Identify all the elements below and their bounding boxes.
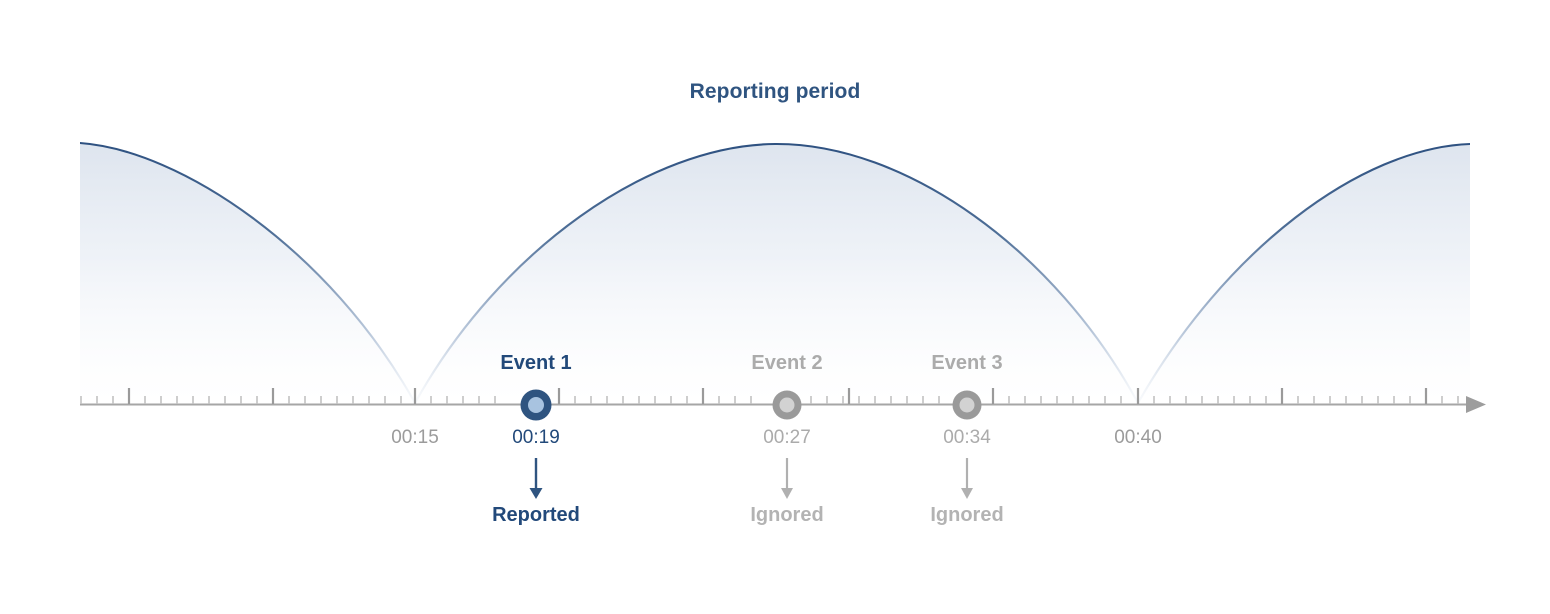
event-marker-ignored-3[interactable] (952, 390, 982, 420)
event-status-1: Reported (492, 504, 580, 526)
event-time-1: 00:19 (512, 427, 560, 448)
status-arrow-ignored-2 (781, 458, 793, 499)
event-status-3: Ignored (930, 504, 1004, 526)
event-status-2: Ignored (750, 504, 824, 526)
period-curve (80, 141, 1470, 405)
event-label-1: Event 1 (500, 352, 572, 374)
event-time-3: 00:34 (943, 427, 991, 448)
axis-tick-label-00-15: 00:15 (391, 427, 439, 448)
event-marker-ignored-2[interactable] (772, 390, 802, 420)
axis-tick-label-00-40: 00:40 (1114, 427, 1162, 448)
axis-arrow-icon (1466, 396, 1486, 413)
event-marker-reported[interactable] (520, 389, 552, 421)
event-label-3: Event 3 (931, 352, 1003, 374)
event-label-2: Event 2 (751, 352, 823, 374)
period-area (80, 143, 1470, 404)
status-arrow-reported (529, 458, 543, 499)
event-time-2: 00:27 (763, 427, 811, 448)
axis-major-ticks (127, 388, 1428, 404)
status-arrow-ignored-3 (961, 458, 973, 499)
page-title: Reporting period (689, 80, 861, 103)
